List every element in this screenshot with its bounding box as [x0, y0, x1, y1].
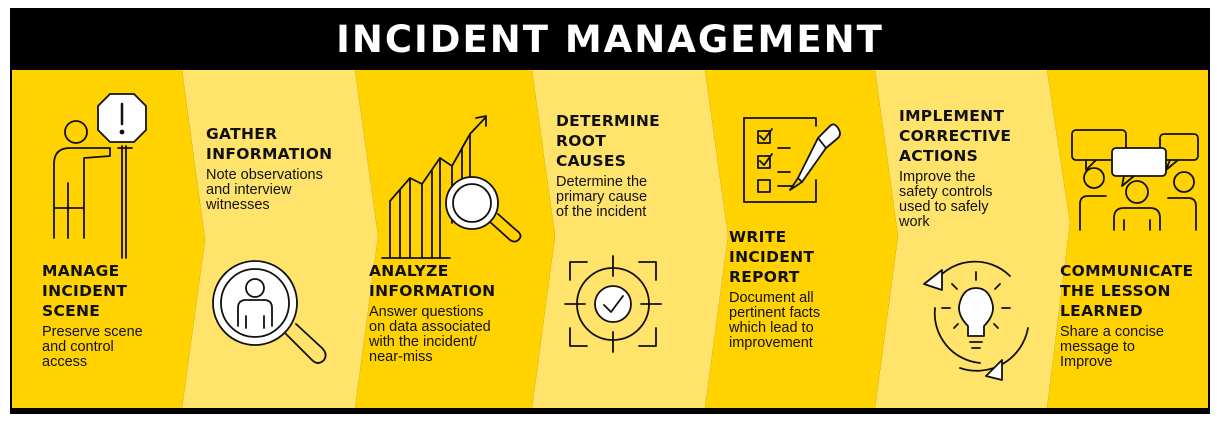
step-4: DETERMINE ROOT CAUSES Determine the prim… [556, 111, 660, 220]
step-panel-5-tip [868, 70, 898, 408]
step-2-heading: GATHER INFORMATION [206, 125, 333, 163]
step-panel-1-tip [175, 70, 205, 408]
step-6: IMPLEMENT CORRECTIVE ACTIONS Improve the… [899, 106, 1011, 230]
step-panel-7 [1047, 70, 1208, 408]
step-panel-5 [705, 70, 868, 408]
step-panel-2 [182, 70, 348, 408]
step-panel-2-tip [348, 70, 378, 408]
steps-stage [12, 70, 1208, 408]
step-7-description: Share a concise message to Improve [1060, 324, 1164, 370]
step-3: ANALYZE INFORMATION Answer questions on … [369, 261, 495, 365]
step-panel-6-tip [1040, 70, 1070, 408]
step-5: WRITE INCIDENT REPORT Document all perti… [729, 227, 820, 351]
step-2: GATHER INFORMATION Note observations and… [206, 124, 332, 213]
step-4-heading: DETERMINE ROOT CAUSES [556, 112, 661, 170]
person-with-stop-sign-icon [53, 93, 147, 259]
step-1-heading: MANAGE INCIDENT SCENE [42, 262, 128, 320]
step-panel-1 [12, 70, 175, 408]
target-check-icon [564, 255, 662, 353]
step-4-description: Determine the primary cause of the incid… [556, 174, 648, 220]
step-7: COMMUNICATE THE LESSON LEARNED Share a c… [1060, 261, 1193, 370]
step-1: MANAGE INCIDENT SCENE Preserve scene and… [42, 261, 143, 370]
step-2-description: Note observations and interview witnesse… [206, 167, 323, 213]
step-panel-6 [875, 70, 1040, 408]
step-panel-4 [532, 70, 698, 408]
step-5-description: Document all pertinent facts which lead … [729, 290, 821, 351]
step-panel-4-tip [698, 70, 728, 408]
step-1-description: Preserve scene and control access [42, 324, 143, 370]
step-7-heading: COMMUNICATE THE LESSON LEARNED [1060, 262, 1194, 320]
step-6-description: Improve the safety controls used to safe… [899, 169, 993, 230]
magnifier-person-icon [212, 260, 327, 364]
people-speech-icon [1071, 129, 1199, 231]
checklist-pencil-icon [743, 117, 841, 203]
step-6-heading: IMPLEMENT CORRECTIVE ACTIONS [899, 107, 1012, 165]
step-3-heading: ANALYZE INFORMATION [369, 262, 496, 300]
chart-magnifier-icon [381, 115, 522, 259]
page-title: INCIDENT MANAGEMENT [336, 17, 884, 61]
infographic-frame: INCIDENT MANAGEMENT [10, 8, 1210, 414]
step-panel-3-tip [525, 70, 555, 408]
step-3-description: Answer questions on data associated with… [369, 304, 491, 365]
lightbulb-cycle-icon [923, 260, 1029, 381]
step-5-heading: WRITE INCIDENT REPORT [729, 228, 815, 286]
